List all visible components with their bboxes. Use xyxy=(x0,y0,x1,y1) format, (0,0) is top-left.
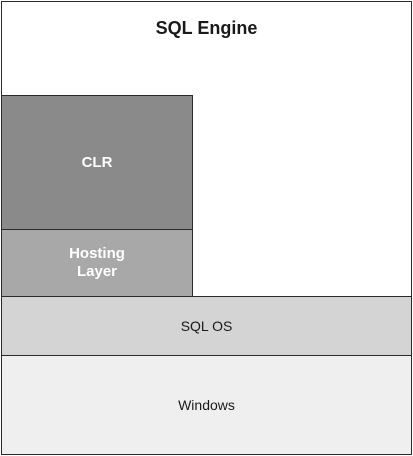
clr-label: CLR xyxy=(81,154,113,171)
hosting-layer: Hosting Layer xyxy=(1,229,193,297)
sql-os-label: SQL OS xyxy=(180,318,233,334)
windows-layer: Windows xyxy=(1,355,412,455)
hosting-layer-label: Hosting Layer xyxy=(69,245,125,280)
sql-os-layer: SQL OS xyxy=(1,296,412,356)
clr-layer: CLR xyxy=(1,95,193,230)
sql-engine-title: SQL Engine xyxy=(155,18,258,38)
windows-label: Windows xyxy=(178,397,235,413)
